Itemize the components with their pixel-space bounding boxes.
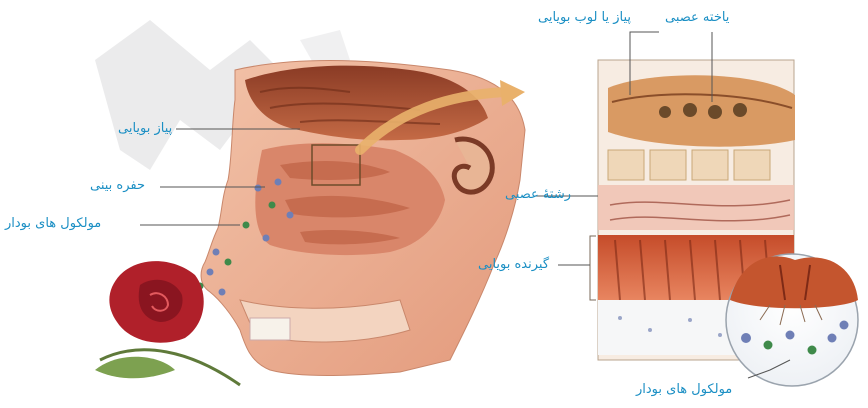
label-nasal-cavity: حفره بینی xyxy=(90,178,145,194)
label-odor-molecules-left: مولکول های بودار xyxy=(5,216,101,232)
label-nerve-cell: یاخته عصبی xyxy=(665,10,729,26)
label-odor-molecules-bottom: مولکول های بودار xyxy=(636,382,732,398)
label-bulb-or-olfactory-lobe: پیاز یا لوب بویایی xyxy=(538,10,631,26)
label-nerve-fiber: رشتهٔ عصبی xyxy=(505,187,571,203)
label-olfactory-bulb: پیاز بویایی xyxy=(118,121,172,137)
head-cross-section xyxy=(197,61,526,376)
magnified-receptor-circle xyxy=(726,254,858,386)
label-olfactory-receptor: گیرنده بویایی xyxy=(478,257,549,273)
